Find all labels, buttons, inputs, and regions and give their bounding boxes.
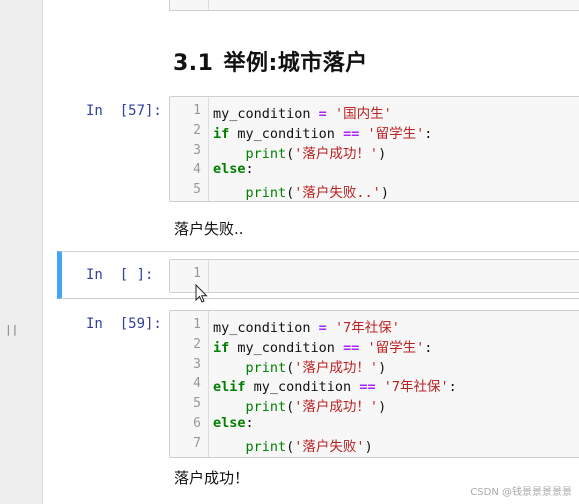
line-number: 4 — [193, 376, 201, 392]
left-gutter: || — [0, 0, 42, 504]
previous-cell-bottom[interactable] — [169, 0, 579, 11]
code-line[interactable]: my_condition = '国内生' — [213, 106, 392, 122]
line-number: 1 — [193, 103, 201, 118]
line-number: 3 — [193, 356, 201, 372]
cell-prompt: In [57]: — [86, 103, 162, 119]
heading-title: 举例:城市落户 — [223, 51, 368, 76]
line-number: 6 — [193, 416, 201, 431]
code-cell-input[interactable]: 1 2 3 4 5 my_condition = '国内生' if my_conditio… — [169, 96, 579, 202]
line-number: 5 — [193, 182, 201, 198]
line-number: 2 — [193, 336, 201, 352]
cell-prompt: In [ ]: — [86, 267, 154, 283]
mouse-pointer-icon — [195, 284, 208, 303]
cell-output: 落户成功！ — [174, 469, 250, 487]
line-number: 3 — [193, 142, 201, 158]
code-cell-input-empty[interactable]: 1 — [169, 259, 579, 293]
panel-resize-handle[interactable]: || — [5, 323, 19, 336]
watermark: CSDN @钱景景景景景 — [470, 487, 572, 498]
cell-prompt: In [59]: — [86, 316, 162, 332]
code-line[interactable]: else: — [213, 415, 254, 431]
line-number-gutter: 1 2 3 4 5 — [170, 97, 209, 201]
markdown-heading: 3.1 举例:城市落户 — [173, 45, 368, 77]
line-number: 1 — [193, 266, 201, 281]
heading-number: 3.1 — [173, 51, 214, 76]
line-number-gutter: 1 — [170, 260, 209, 292]
line-number: 7 — [193, 435, 201, 451]
code-line[interactable]: my_condition = '7年社保' — [213, 320, 400, 336]
code-cell-input[interactable]: 1 2 3 4 5 6 7 my_condition = '7年社保' if my_condi… — [169, 310, 579, 458]
line-number: 1 — [193, 317, 201, 332]
line-number-gutter: 1 2 3 4 5 6 7 — [170, 311, 209, 457]
code-line[interactable]: if my_condition == '留学生': — [213, 125, 433, 142]
code-line[interactable]: else: — [213, 161, 254, 178]
cell-output: 落户失败.. — [174, 220, 244, 238]
line-number: 5 — [193, 396, 201, 412]
code-line[interactable]: print('落户失败..') — [245, 185, 389, 202]
notebook-page: 3.1 举例:城市落户 In [57]: 1 2 3 4 5 my_condition =… — [42, 0, 579, 504]
code-line[interactable]: print('落户成功！') — [245, 399, 387, 416]
code-line[interactable]: print('落户成功！') — [245, 145, 387, 162]
line-number: 2 — [193, 122, 201, 138]
code-line[interactable]: print('落户成功！') — [245, 359, 387, 376]
code-line[interactable]: print('落户失败') — [245, 438, 373, 455]
code-line[interactable]: if my_condition == '留学生': — [213, 339, 433, 356]
code-line[interactable]: elif my_condition == '7年社保': — [213, 379, 457, 396]
line-number: 4 — [193, 162, 201, 178]
